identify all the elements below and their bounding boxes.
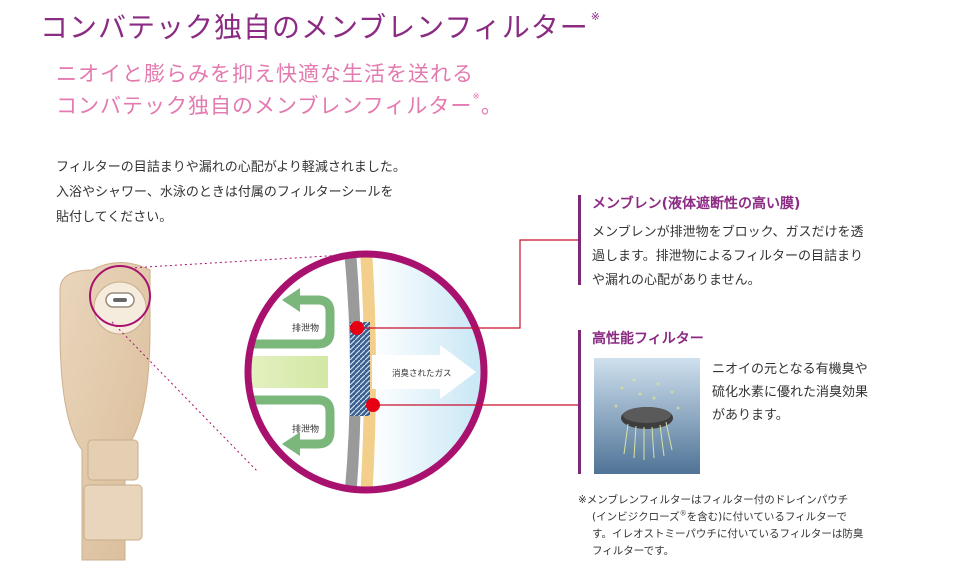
ostomy-pouch: [59, 262, 151, 561]
page-title: コンバテック独自のメンブレンフィルター※: [40, 6, 601, 46]
subtitle-line-1: ニオイと膨らみを抑え快適な生活を送れる: [56, 62, 474, 86]
membrane-text-1: メンブレンが排泄物をブロック、ガスだけを透: [592, 225, 864, 240]
gas-label: 消臭されたガス: [392, 368, 452, 379]
waste-arrow-bottom: [250, 395, 335, 456]
registered-mark: ®: [679, 509, 687, 518]
title-note-mark: ※: [590, 10, 601, 23]
gas-arrow: [372, 345, 476, 399]
waste-arrow-top: [250, 288, 335, 349]
membrane-text-2: 過します。排泄物によるフィルターの目詰まり: [592, 249, 864, 264]
arrow-top-label: 排泄物: [292, 322, 319, 334]
intro-line-2: 入浴やシャワー、水泳のときは付属のフィルターシールを: [56, 185, 394, 200]
subtitle-line-2-text: コンバテック独自のメンブレンフィルター: [56, 94, 473, 118]
footnote-line-2b: を含む)に付いているフィルターで: [686, 511, 848, 523]
filter-heading: 高性能フィルター: [592, 331, 704, 347]
membrane-heading: メンブレン(液体遮断性の高い膜): [592, 196, 801, 212]
footnote-line-4: フィルターです。: [592, 545, 675, 557]
arrow-bottom-label: 排泄物: [292, 423, 319, 435]
filter-section-bar: [578, 330, 581, 474]
membrane-marker: [350, 321, 364, 335]
subtitle-note-mark: ※: [472, 92, 481, 102]
membrane-callout-line: [357, 239, 578, 329]
title-text: コンバテック独自のメンブレンフィルター: [40, 11, 589, 44]
footnote-line-3: す。イレオストミーパウチに付いているフィルターは防臭: [592, 528, 864, 540]
filter-text-2: 硫化水素に優れた消臭効果: [712, 385, 869, 400]
footnote-line-2: (インビジクローズ®を含む)に付いているフィルターで: [592, 509, 847, 524]
intro-line-3: 貼付してください。: [56, 210, 173, 225]
filter-marker: [366, 398, 380, 412]
flow-beam: [248, 356, 328, 388]
magnifier-ring: [244, 250, 488, 494]
intro-line-1: フィルターの目詰まりや漏れの心配がより軽減されました。: [56, 160, 406, 175]
footnote-line-2a: (インビジクローズ: [592, 511, 680, 523]
zoom-line-top: [129, 254, 345, 269]
membrane-text-3: や漏れの心配がありません。: [592, 273, 761, 288]
filter-text-3: があります。: [712, 408, 789, 423]
membrane-filter-layer: [350, 322, 370, 416]
footnote-line-1: ※メンブレンフィルターはフィルター付のドレインパウチ: [578, 494, 849, 506]
subtitle-line-2: コンバテック独自のメンブレンフィルター※。: [56, 90, 503, 120]
membrane-section-bar: [578, 195, 581, 285]
filter-text-1: ニオイの元となる有機臭や: [712, 362, 868, 377]
filter-photo: [594, 358, 700, 474]
subtitle-end: 。: [480, 94, 503, 118]
